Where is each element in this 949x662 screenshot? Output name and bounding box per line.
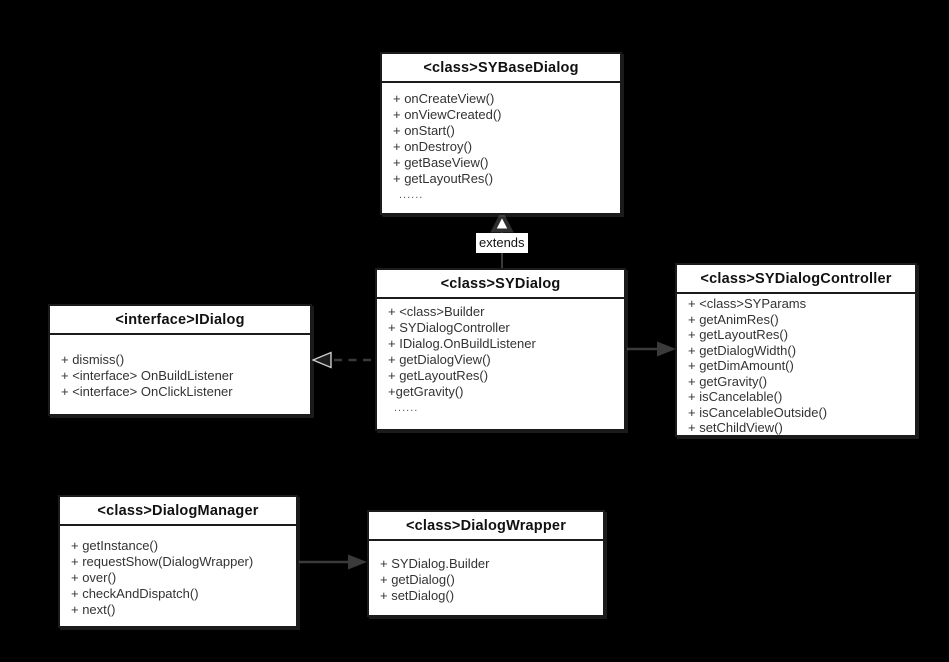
class-members: + getInstance()+ requestShow(DialogWrapp… — [60, 526, 296, 618]
ellipsis-line: ...... — [399, 189, 424, 201]
member-line: +getGravity() — [388, 384, 464, 399]
member-line: + getAnimRes() — [688, 311, 779, 327]
class-box-sybasedialog: <class>SYBaseDialog + onCreateView()+ on… — [380, 52, 622, 215]
class-members: + onCreateView()+ onViewCreated()+ onSta… — [382, 83, 620, 203]
member-line: + getLayoutRes() — [688, 327, 789, 342]
member-line: + getDialogView() — [388, 352, 491, 367]
member-line: + getBaseView() — [393, 155, 489, 170]
member-line: + getGravity() — [688, 373, 768, 389]
dashed-arrowhead — [311, 351, 332, 369]
member-line: + next() — [71, 602, 116, 617]
member-line: + requestShow(DialogWrapper) — [71, 554, 254, 569]
member-line: + onCreateView() — [393, 91, 495, 106]
member-line: + getInstance() — [71, 538, 159, 553]
extends-edge-label: extends — [476, 233, 528, 253]
class-title: <class>SYDialogController — [677, 265, 915, 294]
member-line: + getLayoutRes() — [393, 171, 494, 186]
hollow-triangle-arrowhead — [490, 209, 514, 233]
member-line: + SYDialog.Builder — [380, 556, 490, 571]
member-line: + onStart() — [393, 123, 455, 138]
class-box-sydialogcontroller: <class>SYDialogController + <class>SYPar… — [675, 263, 917, 437]
member-line: + getLayoutRes() — [388, 368, 489, 383]
class-members: + SYDialog.Builder+ getDialog()+ setDial… — [369, 541, 603, 604]
member-line: + over() — [71, 570, 117, 585]
member-line: + IDialog.OnBuildListener — [388, 336, 536, 351]
ellipsis-line: ...... — [394, 402, 419, 414]
member-line: + <interface> OnBuildListener — [61, 368, 234, 383]
class-title: <class>DialogWrapper — [369, 512, 603, 541]
filled-arrowhead — [348, 554, 367, 570]
member-line: + <class>Builder — [388, 304, 485, 319]
member-line: + setDialog() — [380, 588, 455, 603]
member-line: + <interface> OnClickListener — [61, 384, 233, 399]
class-box-dialogwrapper: <class>DialogWrapper + SYDialog.Builder+… — [367, 510, 605, 617]
member-line: + isCancelable() — [688, 389, 783, 404]
member-line: + getDialogWidth() — [688, 342, 797, 358]
class-members: + <class>SYParams+ getAnimRes()+ getLayo… — [677, 294, 915, 436]
class-members: + <class>Builder+ SYDialogController+ ID… — [377, 299, 624, 416]
member-line: + <class>SYParams — [688, 296, 807, 311]
member-line: + getDimAmount() — [688, 358, 794, 373]
class-box-dialogmanager: <class>DialogManager + getInstance()+ re… — [58, 495, 298, 628]
implements-dashed-connector — [311, 351, 375, 369]
interface-title: <interface>IDialog — [50, 306, 310, 335]
class-title: <class>SYBaseDialog — [382, 54, 620, 83]
member-line: + isCancelableOutside() — [688, 404, 828, 420]
association-connector-wrapper — [299, 554, 367, 570]
member-line: + onDestroy() — [393, 139, 473, 154]
member-line: + setChildView() — [688, 420, 783, 435]
class-title: <class>SYDialog — [377, 270, 624, 299]
member-line: + onViewCreated() — [393, 107, 502, 122]
class-title: <class>DialogManager — [60, 497, 296, 526]
interface-members: + dismiss()+ <interface> OnBuildListener… — [50, 335, 310, 400]
interface-box-idialog: <interface>IDialog + dismiss()+ <interfa… — [48, 304, 312, 416]
class-box-sydialog: <class>SYDialog + <class>Builder+ SYDial… — [375, 268, 626, 431]
member-line: + SYDialogController — [388, 320, 510, 335]
member-line: + dismiss() — [61, 352, 125, 367]
filled-arrowhead — [657, 341, 676, 357]
association-connector-controller — [627, 341, 676, 357]
member-line: + checkAndDispatch() — [71, 586, 199, 601]
member-line: + getDialog() — [380, 572, 455, 587]
